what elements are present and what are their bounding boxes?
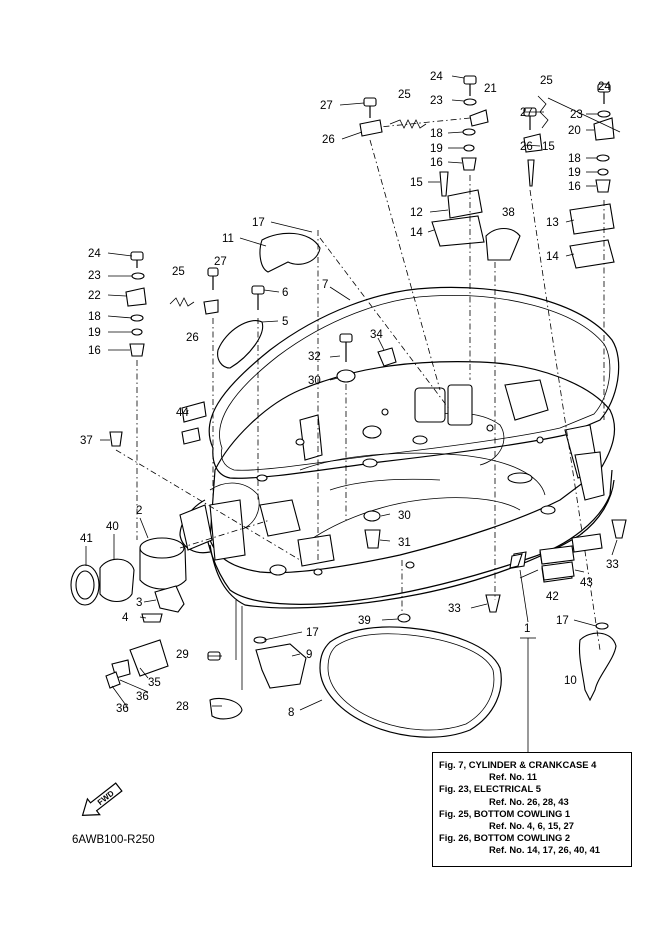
label-decals [181, 427, 603, 581]
callout-9: 9 [306, 649, 312, 661]
callout-19: 19 [568, 167, 581, 179]
top-hardware [359, 75, 621, 269]
callout-22: 22 [88, 290, 101, 302]
callout-27: 27 [520, 107, 533, 119]
callout-30: 30 [308, 375, 321, 387]
callout-26: 26 [520, 141, 533, 153]
callout-25: 25 [398, 89, 411, 101]
callout-37: 37 [80, 435, 93, 447]
callout-7: 7 [322, 279, 328, 291]
callout-28: 28 [176, 701, 189, 713]
callout-27: 27 [214, 256, 227, 268]
ref-fig-4: Fig. 26, BOTTOM COWLING 2 [439, 832, 571, 844]
callout-43: 43 [580, 577, 593, 589]
callout-17: 17 [252, 217, 265, 229]
callout-23: 23 [430, 95, 443, 107]
figure-reference-box: Fig. 7, CYLINDER & CRANKCASE 4 Ref. No. … [432, 752, 632, 867]
callout-27: 27 [320, 100, 333, 112]
callout-11: 11 [222, 233, 234, 245]
callout-21: 21 [484, 83, 497, 95]
leader-lines [115, 139, 605, 690]
callout-24: 24 [88, 248, 101, 260]
callout-labels: 24 21 25 23 27 26 18 19 16 15 12 14 38 2… [80, 71, 619, 719]
callout-31: 31 [398, 537, 411, 549]
ref-nums-3: Ref. No. 4, 6, 15, 27 [489, 820, 574, 832]
callout-14: 14 [410, 227, 423, 239]
callout-32: 32 [308, 351, 321, 363]
callout-6: 6 [282, 287, 288, 299]
callout-33: 33 [448, 603, 461, 615]
ref-nums-2: Ref. No. 26, 28, 43 [489, 795, 569, 807]
callout-30: 30 [398, 510, 411, 522]
callout-18: 18 [568, 153, 581, 165]
ref-fig-2: Fig. 23, ELECTRICAL 5 [439, 783, 541, 795]
callout-5: 5 [282, 316, 288, 328]
callout-26: 26 [186, 332, 199, 344]
callout-19: 19 [88, 327, 101, 339]
callout-16: 16 [568, 181, 581, 193]
callout-41: 41 [80, 533, 93, 545]
bottom-cowling [179, 286, 620, 609]
callout-42: 42 [546, 591, 559, 603]
left-hardware [109, 232, 397, 447]
ref-nums-1: Ref. No. 11 [489, 771, 537, 783]
callout-16: 16 [88, 345, 101, 357]
callout-13: 13 [546, 217, 559, 229]
callout-leaders [85, 75, 618, 711]
callout-36: 36 [116, 703, 129, 715]
callout-15: 15 [542, 141, 555, 153]
callout-24: 24 [430, 71, 443, 83]
callout-25: 25 [540, 75, 553, 87]
callout-17: 17 [306, 627, 319, 639]
callout-4: 4 [122, 612, 129, 624]
callout-34: 34 [370, 329, 383, 341]
callout-36: 36 [136, 691, 149, 703]
callout-44: 44 [176, 407, 189, 419]
callout-39: 39 [358, 615, 371, 627]
callout-35: 35 [148, 677, 161, 689]
callout-8: 8 [288, 707, 294, 719]
callout-3: 3 [136, 597, 142, 609]
callout-18: 18 [430, 128, 443, 140]
callout-26: 26 [322, 134, 335, 146]
diagram-code: 6AWB100-R250 [72, 834, 155, 846]
callout-38: 38 [502, 207, 515, 219]
callout-1: 1 [524, 623, 530, 635]
callout-29: 29 [176, 649, 189, 661]
lower-left-parts [70, 504, 307, 720]
callout-24: 24 [598, 81, 611, 93]
callout-23: 23 [88, 270, 101, 282]
callout-33: 33 [606, 559, 619, 571]
callout-16: 16 [430, 157, 443, 169]
callout-17: 17 [556, 615, 569, 627]
callout-20: 20 [568, 125, 581, 137]
bottom-seal [319, 626, 502, 738]
callout-25: 25 [172, 266, 185, 278]
ref-fig-1: Fig. 7, CYLINDER & CRANKCASE 4 [439, 759, 597, 770]
ref-nums-4: Ref. No. 14, 17, 26, 40, 41 [489, 844, 600, 856]
lower-right-parts [363, 510, 627, 702]
ref-fig-3: Fig. 25, BOTTOM COWLING 1 [439, 807, 571, 819]
callout-18: 18 [88, 311, 101, 323]
callout-14: 14 [546, 251, 559, 263]
callout-15: 15 [410, 177, 423, 189]
fwd-arrow-icon: FWD [81, 782, 123, 817]
callout-10: 10 [564, 675, 577, 687]
callout-40: 40 [106, 521, 119, 533]
callout-2: 2 [136, 505, 142, 517]
callout-12: 12 [410, 207, 423, 219]
callout-23: 23 [570, 109, 583, 121]
callout-19: 19 [430, 143, 443, 155]
